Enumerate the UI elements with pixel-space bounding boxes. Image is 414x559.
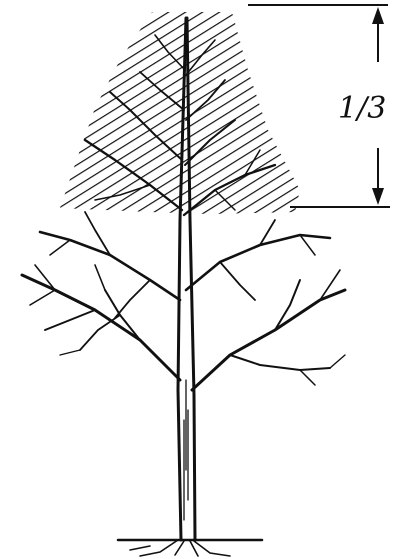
dimension-label: 1/3	[338, 91, 386, 126]
ground-line	[116, 538, 264, 557]
tree-branches	[20, 34, 347, 392]
dimension-arrow-bottom	[372, 188, 384, 205]
dimension-arrow-top	[372, 7, 384, 24]
tree-trunk	[176, 16, 197, 542]
